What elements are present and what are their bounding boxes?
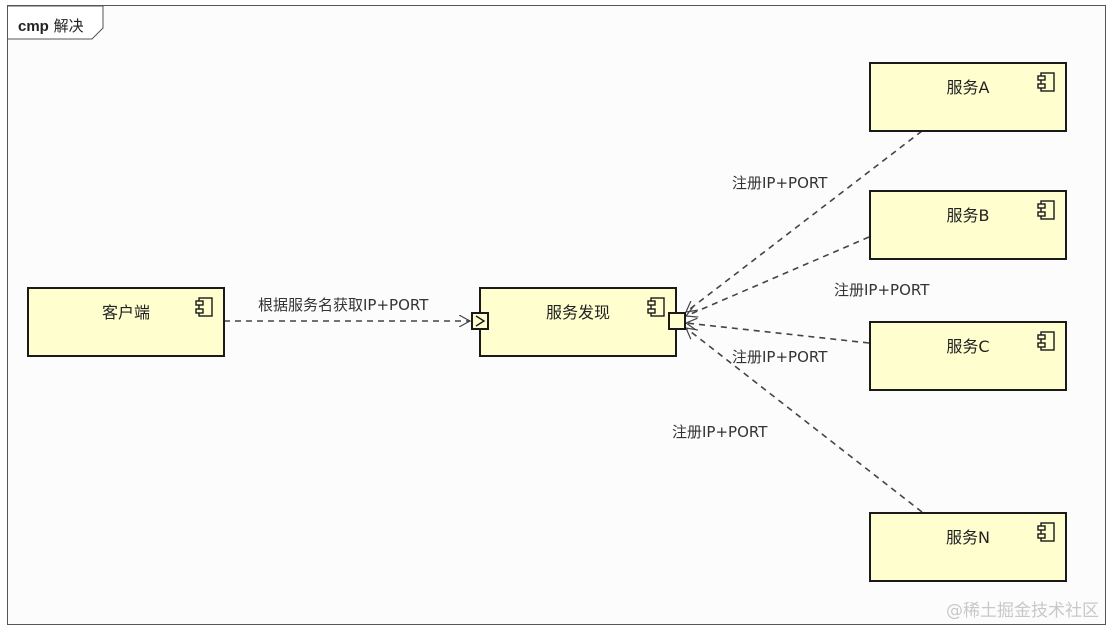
component-icon [1037, 331, 1055, 351]
component-label: 服务N [946, 528, 990, 547]
frame-title: cmp 解决 [18, 15, 84, 36]
component-label: 服务C [946, 337, 990, 356]
edge-label-register-a: 注册IP+PORT [732, 174, 828, 192]
required-port-icon[interactable] [471, 312, 489, 330]
component-icon [1037, 200, 1055, 220]
component-service-b[interactable]: 服务B [869, 190, 1067, 260]
watermark: @稀土掘金技术社区 [946, 601, 1099, 621]
component-service-discovery[interactable]: 服务发现 [479, 287, 677, 357]
component-label: 服务A [946, 78, 990, 97]
component-icon [1037, 72, 1055, 92]
component-icon [647, 297, 665, 317]
frame-tab: cmp 解决 [8, 6, 104, 40]
edge-label-register-c: 注册IP+PORT [732, 348, 828, 366]
edge-label-lookup: 根据服务名获取IP+PORT [258, 296, 429, 314]
frame-name: 解决 [53, 17, 84, 35]
provided-port-icon[interactable] [668, 312, 686, 330]
frame-keyword: cmp [18, 18, 49, 35]
component-client[interactable]: 客户端 [27, 287, 225, 357]
component-icon [1037, 522, 1055, 542]
edge-label-register-n: 注册IP+PORT [672, 423, 768, 441]
component-service-c[interactable]: 服务C [869, 321, 1067, 391]
component-label: 服务B [946, 206, 990, 225]
edge-label-register-b: 注册IP+PORT [834, 281, 930, 299]
component-service-a[interactable]: 服务A [869, 62, 1067, 132]
component-label: 客户端 [101, 303, 150, 322]
component-icon [195, 297, 213, 317]
component-service-n[interactable]: 服务N [869, 512, 1067, 582]
component-label: 服务发现 [545, 303, 610, 322]
